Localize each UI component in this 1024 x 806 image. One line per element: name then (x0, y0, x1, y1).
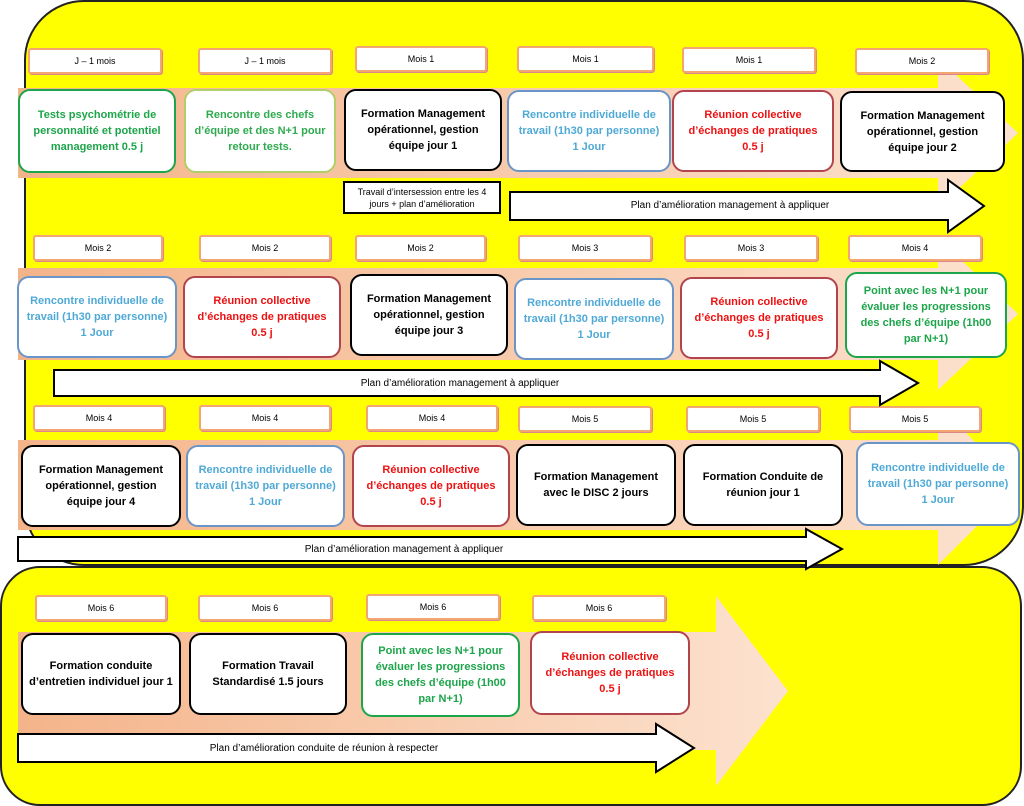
period-label: Mois 6 (35, 595, 167, 621)
activity-box: Réunion collective d’échanges de pratiqu… (680, 277, 838, 359)
improvement-arrow-1 (509, 178, 986, 234)
activity-box: Formation Management opérationnel, gesti… (21, 445, 181, 527)
intersession-note: Travail d’intersession entre les 4 jours… (343, 181, 501, 214)
period-label: Mois 3 (518, 235, 652, 261)
period-label: Mois 2 (355, 235, 486, 261)
period-label: Mois 5 (518, 406, 652, 432)
activity-box: Formation Management opérationnel, gesti… (344, 89, 502, 171)
improvement-arrow-3 (17, 527, 844, 571)
period-label: Mois 4 (848, 235, 982, 261)
period-label: J – 1 mois (28, 48, 162, 74)
activity-box: Point avec les N+1 pour évaluer les prog… (361, 633, 520, 717)
period-label: Mois 5 (686, 406, 820, 432)
period-label: Mois 6 (198, 595, 332, 621)
improvement-arrow-label: Plan d’amélioration management à appliqu… (630, 199, 830, 211)
activity-box: Point avec les N+1 pour évaluer les prog… (845, 272, 1007, 358)
period-label: Mois 2 (199, 235, 331, 261)
improvement-arrow-label: Plan d’amélioration management à appliqu… (304, 543, 504, 555)
period-label: Mois 1 (517, 46, 654, 72)
activity-box: Formation conduite d’entretien individue… (21, 633, 181, 715)
activity-box: Rencontre des chefs d’équipe et des N+1 … (184, 89, 336, 173)
activity-box: Rencontre individuelle de travail (1h30 … (514, 278, 674, 360)
activity-box: Formation Travail Standardisé 1.5 jours (189, 633, 347, 715)
period-label: J – 1 mois (198, 48, 332, 74)
activity-box: Rencontre individuelle de travail (1h30 … (17, 276, 177, 358)
period-label: Mois 2 (855, 48, 989, 74)
activity-box: Rencontre individuelle de travail (1h30 … (186, 445, 345, 527)
improvement-arrow-4 (17, 722, 696, 774)
period-label: Mois 1 (682, 47, 816, 73)
period-label: Mois 1 (355, 46, 487, 72)
activity-box: Formation Management avec le DISC 2 jour… (516, 444, 676, 526)
activity-box: Formation Management opérationnel, gesti… (840, 91, 1005, 172)
period-label: Mois 4 (33, 405, 165, 431)
period-label: Mois 3 (684, 235, 818, 261)
activity-box: Rencontre individuelle de travail (1h30 … (507, 90, 671, 172)
period-label: Mois 5 (849, 406, 981, 432)
activity-box: Réunion collective d’échanges de pratiqu… (183, 276, 341, 358)
activity-box: Formation Conduite de réunion jour 1 (683, 444, 843, 526)
period-label: Mois 6 (366, 594, 500, 620)
activity-box: Réunion collective d’échanges de pratiqu… (672, 90, 834, 172)
period-label: Mois 6 (532, 595, 666, 621)
period-label: Mois 4 (199, 405, 331, 431)
improvement-arrow-label: Plan d’amélioration conduite de réunion … (209, 742, 439, 754)
period-label: Mois 4 (366, 405, 498, 431)
activity-box: Réunion collective d’échanges de pratiqu… (530, 631, 690, 715)
improvement-arrow-label: Plan d’amélioration management à appliqu… (360, 377, 560, 389)
activity-box: Réunion collective d’échanges de pratiqu… (352, 445, 510, 527)
period-label: Mois 2 (33, 235, 163, 261)
activity-box: Tests psychométrie de personnalité et po… (18, 89, 176, 173)
activity-box: Rencontre individuelle de travail (1h30 … (856, 442, 1020, 526)
improvement-arrow-2 (53, 359, 920, 407)
activity-box: Formation Management opérationnel, gesti… (350, 274, 508, 356)
